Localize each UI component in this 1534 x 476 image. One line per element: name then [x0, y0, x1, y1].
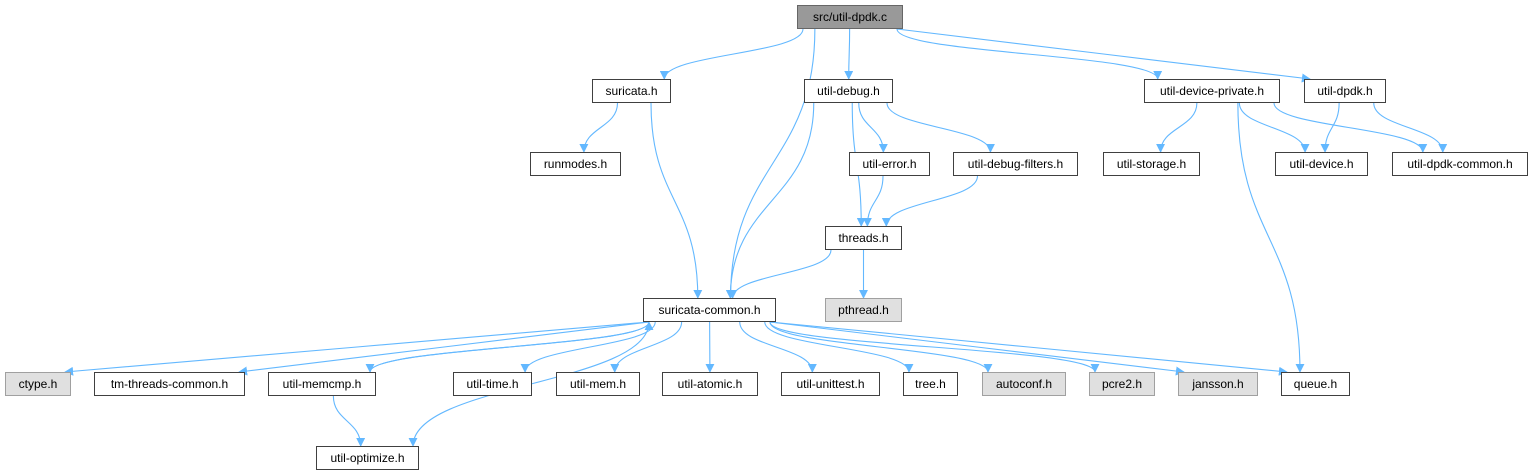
node-queue-h[interactable]: queue.h	[1281, 372, 1350, 396]
edge-util-debug-h-to-suricata-common-h	[725, 102, 815, 299]
edge-util-device-private-h-to-util-dpdk-common-h	[1273, 102, 1428, 153]
edge-util-dpdk-h-to-util-dpdk-common-h	[1373, 102, 1448, 153]
node-pcre2-h[interactable]: pcre2.h	[1089, 372, 1155, 396]
edge-util-debug-h-to-util-debug-filters-h	[886, 102, 995, 153]
edge-util-debug-h-to-util-error-h	[858, 102, 888, 153]
node-jansson-h[interactable]: jansson.h	[1178, 372, 1258, 396]
node-threads-h[interactable]: threads.h	[825, 226, 902, 250]
node-ctype-h[interactable]: ctype.h	[5, 372, 71, 396]
edge-suricata-common-h-to-tm-threads-common-h	[238, 321, 650, 376]
edge-suricata-common-h-to-queue-h	[769, 321, 1288, 376]
edge-suricata-h-to-runmodes-h	[579, 102, 619, 153]
edge-suricata-common-h-to-jansson-h	[769, 321, 1185, 376]
node-util-error-h[interactable]: util-error.h	[849, 152, 930, 176]
edge-util-device-private-h-to-queue-h	[1237, 102, 1305, 373]
node-util-mem-h[interactable]: util-mem.h	[556, 372, 640, 396]
edge-src-util-dpdk-c-to-util-dpdk-h	[896, 28, 1311, 83]
edge-suricata-common-h-to-tree-h	[764, 321, 914, 373]
node-util-memcmp-h[interactable]: util-memcmp.h	[268, 372, 376, 396]
node-autoconf-h[interactable]: autoconf.h	[982, 372, 1066, 396]
node-tree-h[interactable]: tree.h	[903, 372, 958, 396]
node-util-atomic-h[interactable]: util-atomic.h	[662, 372, 758, 396]
edge-src-util-dpdk-c-to-util-device-private-h	[896, 28, 1163, 80]
edge-layer	[64, 28, 1448, 447]
edge-suricata-h-to-suricata-common-h	[650, 102, 703, 299]
edge-src-util-dpdk-c-to-util-debug-h	[844, 28, 854, 80]
node-util-device-private-h[interactable]: util-device-private.h	[1144, 79, 1280, 103]
node-util-unittest-h[interactable]: util-unittest.h	[781, 372, 880, 396]
node-runmodes-h[interactable]: runmodes.h	[530, 152, 621, 176]
edge-util-error-h-to-threads-h	[862, 175, 884, 227]
node-util-debug-filters-h[interactable]: util-debug-filters.h	[953, 152, 1078, 176]
node-suricata-h[interactable]: suricata.h	[592, 79, 671, 103]
node-pthread-h[interactable]: pthread.h	[825, 298, 902, 322]
edge-util-debug-filters-h-to-threads-h	[881, 175, 979, 227]
edge-suricata-common-h-to-ctype-h	[64, 321, 650, 376]
edge-suricata-common-h-to-autoconf-h	[769, 321, 993, 373]
node-util-time-h[interactable]: util-time.h	[453, 372, 532, 396]
edge-suricata-common-h-to-util-unittest-h	[739, 321, 817, 373]
node-util-dpdk-h[interactable]: util-dpdk.h	[1304, 79, 1386, 103]
node-util-optimize-h[interactable]: util-optimize.h	[316, 446, 419, 470]
edge-suricata-common-h-to-util-mem-h	[610, 321, 683, 373]
edge-src-util-dpdk-c-to-suricata-h	[659, 28, 804, 80]
edge-util-device-private-h-to-util-device-h	[1238, 102, 1310, 153]
edge-util-memcmp-h-to-suricata-common-h	[369, 321, 654, 373]
edge-util-dpdk-h-to-util-device-h	[1320, 102, 1340, 153]
edge-suricata-common-h-to-pcre2-h	[769, 321, 1100, 373]
edge-util-memcmp-h-to-util-optimize-h	[332, 395, 366, 447]
edge-threads-h-to-suricata-common-h	[728, 249, 832, 299]
edge-src-util-dpdk-c-to-suricata-common-h	[726, 28, 816, 299]
node-suricata-common-h[interactable]: suricata-common.h	[643, 298, 776, 322]
node-util-debug-h[interactable]: util-debug.h	[804, 79, 893, 103]
node-src-util-dpdk-c[interactable]: src/util-dpdk.c	[797, 5, 903, 29]
node-tm-threads-common-h[interactable]: tm-threads-common.h	[94, 372, 245, 396]
edge-util-device-private-h-to-util-storage-h	[1156, 102, 1198, 153]
node-util-dpdk-common-h[interactable]: util-dpdk-common.h	[1392, 152, 1528, 176]
node-util-storage-h[interactable]: util-storage.h	[1103, 152, 1200, 176]
node-util-device-h[interactable]: util-device.h	[1275, 152, 1368, 176]
